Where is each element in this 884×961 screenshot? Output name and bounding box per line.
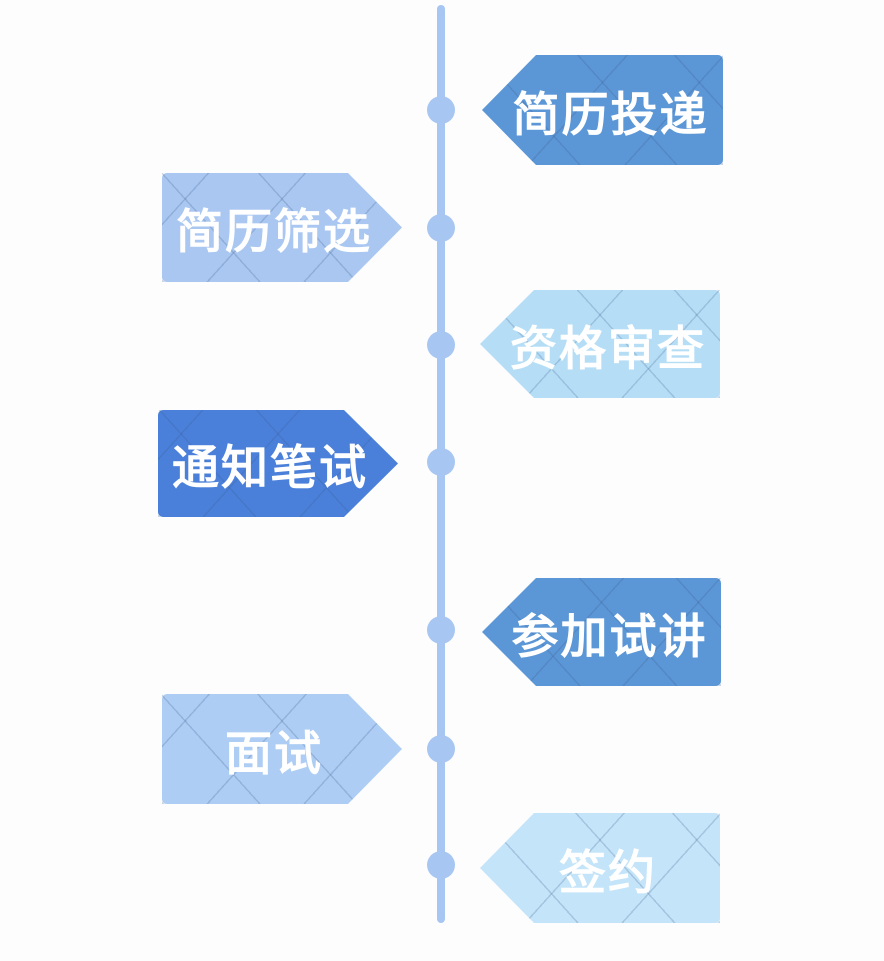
step-arrow-qualification-review: 资格审查 [480, 290, 720, 398]
step-label: 通知笔试 [172, 441, 368, 494]
step-label: 简历筛选 [176, 205, 372, 258]
timeline-node [427, 616, 455, 644]
step-arrow-trial-lecture: 参加试讲 [482, 578, 721, 686]
step-arrow-interview: 面试 [162, 694, 402, 804]
step-label: 参加试讲 [511, 609, 708, 663]
step-arrow-resume-submission: 简历投递 [482, 55, 723, 165]
step-arrow-signing: 签约 [480, 813, 720, 923]
step-label: 简历投递 [512, 87, 709, 141]
timeline-node [427, 96, 455, 124]
timeline-node [427, 214, 455, 242]
timeline-node [427, 331, 455, 359]
step-label: 签约 [559, 845, 657, 899]
step-arrow-resume-screening: 简历筛选 [162, 173, 402, 282]
step-arrow-written-test-notice: 通知笔试 [158, 410, 398, 517]
step-label: 面试 [225, 726, 323, 780]
step-label: 资格审查 [510, 321, 706, 375]
timeline-node [427, 735, 455, 763]
timeline-node [427, 448, 455, 476]
timeline-node [427, 851, 455, 879]
